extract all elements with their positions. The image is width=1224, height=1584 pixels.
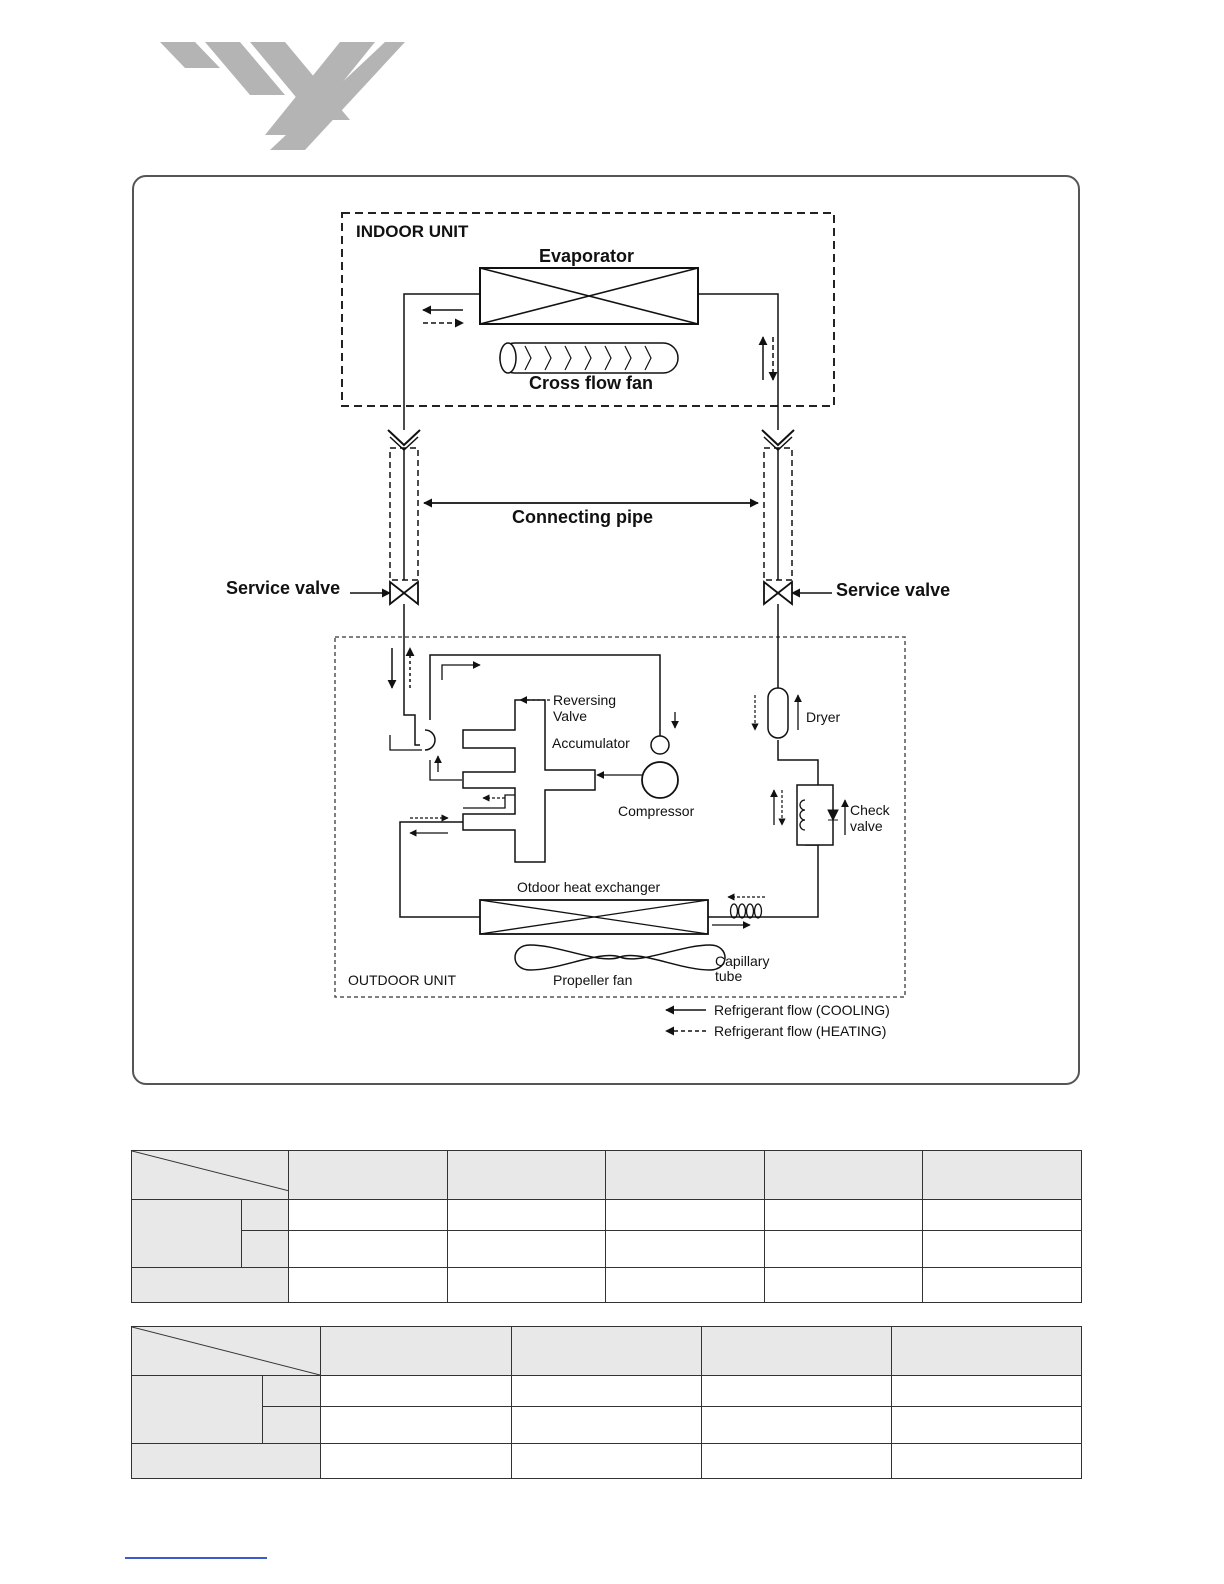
table2-cell xyxy=(511,1375,702,1407)
capillary-tube-label-2: tube xyxy=(715,968,742,984)
table2-cell xyxy=(891,1443,1082,1479)
flare-nut-right xyxy=(761,429,795,447)
table2-cell xyxy=(511,1443,702,1479)
dryer-icon xyxy=(767,687,789,739)
propeller-fan-label: Propeller fan xyxy=(553,972,632,988)
accumulator-label: Accumulator xyxy=(552,735,630,751)
legend-cooling-label: Refrigerant flow (COOLING) xyxy=(714,1002,890,1018)
reversing-valve-body xyxy=(462,699,596,863)
check-valve-assembly xyxy=(796,784,834,846)
table1-cell xyxy=(764,1199,923,1231)
indoor-unit-box xyxy=(341,212,835,407)
table1-cell xyxy=(447,1267,606,1303)
service-valve-right-label: Service valve xyxy=(836,580,950,600)
outdoor-unit-label: OUTDOOR UNIT xyxy=(348,972,457,988)
table1-cell xyxy=(922,1199,1082,1231)
footer-rule xyxy=(125,1557,267,1559)
connecting-pipe-label: Connecting pipe xyxy=(512,507,653,527)
table1-cell xyxy=(288,1199,448,1231)
table2-subrow-label xyxy=(262,1375,321,1407)
table1-header-cell xyxy=(288,1150,448,1200)
table2-cell xyxy=(320,1406,512,1444)
table2-cell xyxy=(511,1406,702,1444)
table1-cell xyxy=(447,1199,606,1231)
spec-table-2 xyxy=(131,1326,1082,1479)
table2-header-cell xyxy=(320,1326,512,1376)
compressor-icon xyxy=(641,761,679,799)
table1-cell xyxy=(764,1230,923,1268)
table2-subrow-label xyxy=(262,1406,321,1444)
header-stripes-graphic xyxy=(160,42,405,150)
table1-cell xyxy=(288,1267,448,1303)
table2-cell xyxy=(701,1406,892,1444)
table2-corner-cell xyxy=(131,1326,321,1376)
table2-header-cell xyxy=(701,1326,892,1376)
table1-subrow-label xyxy=(241,1199,289,1231)
check-valve-label-2: valve xyxy=(850,818,883,834)
table1-cell xyxy=(288,1230,448,1268)
reversing-valve-label-1: Reversing xyxy=(553,692,616,708)
dryer-label: Dryer xyxy=(806,709,841,725)
propeller-fan-icon xyxy=(514,944,726,971)
accumulator-icon xyxy=(650,735,670,755)
table1-row-group-label xyxy=(131,1199,242,1268)
table2-header-cell xyxy=(891,1326,1082,1376)
refrigerant-cycle-diagram: INDOOR UNIT Evaporator Cross flow fan Co… xyxy=(226,212,950,1039)
indoor-unit-label: INDOOR UNIT xyxy=(356,222,469,241)
table2-cell xyxy=(891,1375,1082,1407)
table1-subrow-label xyxy=(241,1230,289,1268)
table1-header-cell xyxy=(922,1150,1082,1200)
capillary-tube-label-1: Capillary xyxy=(715,953,769,969)
table2-cell xyxy=(701,1443,892,1479)
table1-cell xyxy=(605,1267,765,1303)
outdoor-heat-exchanger-label: Otdoor heat exchanger xyxy=(517,879,661,895)
table1-row-label xyxy=(131,1267,289,1303)
reversing-valve-label-2: Valve xyxy=(553,708,587,724)
table1-cell xyxy=(922,1230,1082,1268)
service-valve-left-label: Service valve xyxy=(226,578,340,598)
outdoor-unit-box xyxy=(334,636,906,998)
table1-cell xyxy=(764,1267,923,1303)
table2-cell xyxy=(891,1406,1082,1444)
table1-cell xyxy=(447,1230,606,1268)
table2-row-label xyxy=(131,1443,321,1479)
diagram-frame xyxy=(132,175,1080,1085)
table2-row-group-label xyxy=(131,1375,263,1444)
legend-heating-label: Refrigerant flow (HEATING) xyxy=(714,1023,886,1039)
table2-cell xyxy=(320,1375,512,1407)
capillary-tube-icon xyxy=(729,903,763,919)
compressor-label: Compressor xyxy=(618,803,695,819)
table1-header-cell xyxy=(764,1150,923,1200)
spec-table-1 xyxy=(131,1150,1082,1303)
cross-flow-fan-label: Cross flow fan xyxy=(529,373,653,393)
evaporator-label: Evaporator xyxy=(539,246,634,266)
flare-nut-left xyxy=(387,429,421,447)
table1-header-cell xyxy=(605,1150,765,1200)
service-valve-left-icon xyxy=(389,580,419,606)
table1-cell xyxy=(922,1267,1082,1303)
table1-header-cell xyxy=(447,1150,606,1200)
table1-corner-cell xyxy=(131,1150,289,1200)
service-valve-right-icon xyxy=(763,580,793,606)
table1-cell xyxy=(605,1230,765,1268)
table1-cell xyxy=(605,1199,765,1231)
cross-flow-fan-icon xyxy=(499,342,679,374)
check-valve-label-1: Check xyxy=(850,802,891,818)
table2-cell xyxy=(701,1375,892,1407)
table2-header-cell xyxy=(511,1326,702,1376)
check-valve-icon xyxy=(827,809,839,822)
table2-cell xyxy=(320,1443,512,1479)
